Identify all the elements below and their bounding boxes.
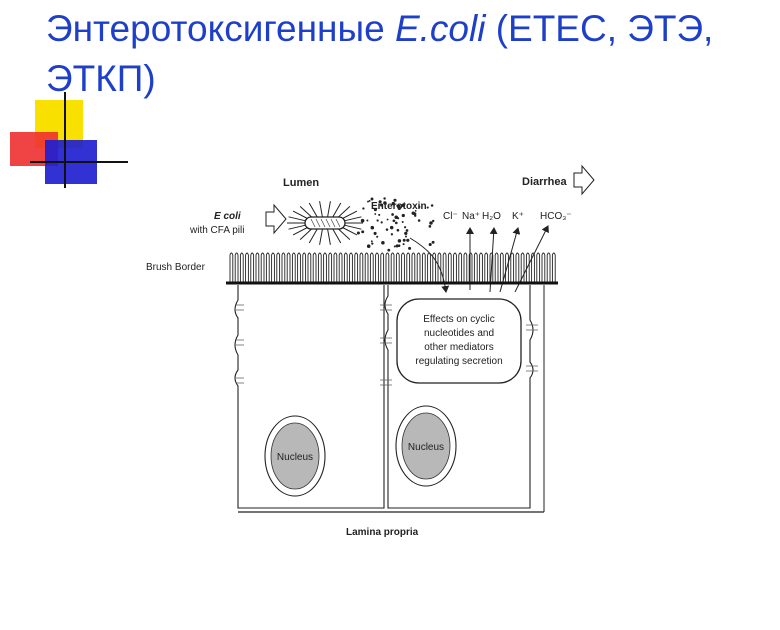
diarrhea-arrow [573,164,595,196]
ecoli-label: E coli [214,211,241,222]
nucleus-left: Nucleus [264,415,326,497]
lamina-propria-label: Lamina propria [346,527,419,538]
cfa-pili-label: with CFA pili [189,225,244,236]
title-part1: Энтеротоксигенные [46,8,395,49]
effects-line-4: regulating secretion [415,356,502,367]
nucleus-left-label: Nucleus [277,452,313,463]
lumen-label: Lumen [283,177,319,189]
arrow-h2o-out [489,227,498,293]
corner-decoration [10,92,128,188]
enterotoxin-dots [356,197,435,252]
diarrhea-label: Diarrhea [522,176,568,188]
nucleus-right: Nucleus [395,405,457,487]
title-part2: (ETEC, ЭТЭ, ЭТКП) [46,8,714,99]
effects-line-1: Effects on cyclic [423,314,495,325]
microvilli [229,252,556,283]
cell-left [234,285,385,509]
effects-line-2: nucleotides and [424,328,494,339]
brush-border-label: Brush Border [146,262,206,273]
ion-hco3: HCO₃⁻ [540,211,572,222]
ion-k: K⁺ [512,211,524,222]
ion-cl: Cl⁻ [443,211,458,222]
nucleus-right-label: Nucleus [408,442,444,453]
cell-right [384,285,534,509]
title-italic: E.coli [394,8,486,49]
ion-na: Na⁺ [462,211,480,222]
bacterium [287,201,363,245]
slide-title: Энтеротоксигенные E.coli (ETEC, ЭТЭ, ЭТК… [46,4,766,104]
cell-junctions [236,304,538,386]
enterotoxin-label: Enterotoxin [371,201,427,212]
ion-h2o: H₂O [482,211,501,222]
effects-line-3: other mediators [424,342,493,353]
effects-box [396,298,522,384]
ecoli-arrow [265,203,287,235]
